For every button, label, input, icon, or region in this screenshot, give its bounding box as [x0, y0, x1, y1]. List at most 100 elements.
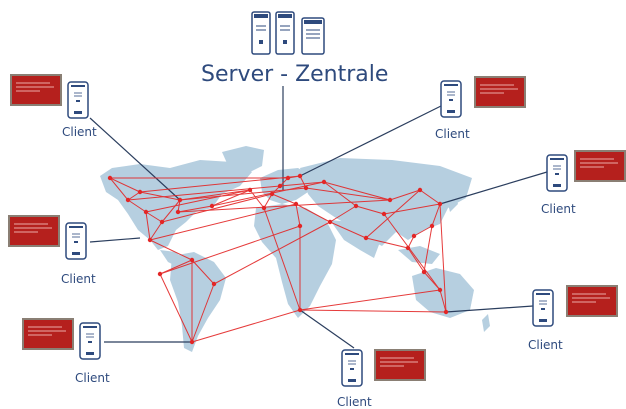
network-node: [381, 211, 387, 217]
network-link: [149, 221, 163, 241]
network-node: [211, 281, 217, 287]
network-nodes: [107, 173, 449, 345]
network-node: [189, 257, 195, 263]
network-link: [127, 185, 281, 201]
connector-line: [89, 237, 141, 243]
network-node: [209, 203, 215, 209]
network-link: [109, 177, 129, 201]
display-monitor-icon: [9, 73, 63, 107]
network-link: [419, 189, 441, 205]
network-node: [327, 219, 333, 225]
client-device-icon: [440, 80, 462, 118]
network-link: [145, 211, 151, 241]
continent-greenland: [222, 146, 264, 174]
network-node: [297, 173, 303, 179]
network-node: [261, 205, 267, 211]
network-node: [411, 233, 417, 239]
client-label: Client: [62, 125, 97, 139]
network-link: [159, 225, 301, 275]
display-monitor-icon: [565, 284, 619, 318]
network-node: [147, 237, 153, 243]
network-node: [269, 191, 275, 197]
client-device-icon: [532, 289, 554, 327]
network-link: [139, 191, 181, 201]
network-link: [423, 225, 433, 273]
client-label: Client: [435, 127, 470, 141]
network-link: [211, 189, 251, 207]
continent-south-asia: [330, 220, 380, 258]
network-link: [127, 191, 141, 201]
network-link: [263, 193, 273, 209]
network-node: [353, 203, 359, 209]
network-link: [149, 239, 193, 261]
network-link: [191, 283, 215, 343]
network-link: [439, 289, 447, 313]
network-link: [279, 181, 325, 187]
network-node: [429, 223, 435, 229]
network-node: [443, 309, 449, 315]
network-link: [213, 221, 331, 285]
client-device-icon: [341, 349, 363, 387]
connector-line: [89, 117, 181, 201]
server-label: Server - Zentrale: [201, 62, 389, 87]
continent-new-zealand: [482, 314, 490, 332]
network-link: [145, 189, 251, 213]
client-device-icon: [79, 322, 101, 360]
client-device-icon: [546, 154, 568, 192]
network-link: [179, 189, 251, 201]
network-node: [175, 209, 181, 215]
network-link: [161, 193, 273, 223]
network-node: [247, 187, 253, 193]
network-node: [125, 197, 131, 203]
client-label: Client: [75, 371, 110, 385]
network-link: [299, 309, 447, 313]
network-link: [365, 237, 409, 249]
continent-australia: [412, 268, 474, 318]
client-device-icon: [65, 222, 87, 260]
network-node: [437, 201, 443, 207]
network-node: [189, 339, 195, 345]
display-monitor-icon: [21, 317, 75, 351]
network-link: [263, 207, 301, 311]
display-monitor-icon: [373, 348, 427, 382]
network-node: [137, 189, 143, 195]
display-monitor-icon: [7, 214, 61, 248]
network-link: [355, 205, 385, 215]
continent-south-america: [170, 252, 226, 352]
network-link: [323, 181, 391, 201]
network-link: [295, 203, 331, 223]
network-node: [285, 175, 291, 181]
connector-line: [299, 105, 442, 177]
network-link: [413, 225, 433, 237]
network-node: [303, 185, 309, 191]
network-node: [297, 307, 303, 313]
continent-southeast-asia: [398, 246, 440, 264]
network-node: [387, 197, 393, 203]
network-node: [297, 223, 303, 229]
display-monitor-icon: [573, 149, 626, 183]
network-link: [127, 199, 147, 213]
network-link: [159, 273, 193, 343]
continent-africa: [254, 204, 336, 318]
network-link: [439, 203, 447, 313]
network-node: [437, 287, 443, 293]
network-node: [363, 235, 369, 241]
network-link: [365, 189, 421, 239]
connector-line: [299, 309, 355, 349]
network-link: [295, 203, 301, 227]
network-link: [271, 193, 297, 205]
network-link: [407, 247, 425, 273]
network-link: [109, 177, 141, 193]
network-link: [383, 203, 441, 215]
network-node: [159, 219, 165, 225]
network-link: [299, 289, 441, 311]
server-rack-icon: [251, 11, 325, 55]
network-link: [177, 205, 213, 213]
connector-lines: [89, 86, 548, 349]
network-node: [107, 175, 113, 181]
network-link: [149, 203, 297, 241]
network-node: [405, 245, 411, 251]
network-link: [329, 205, 357, 223]
client-label: Client: [541, 202, 576, 216]
